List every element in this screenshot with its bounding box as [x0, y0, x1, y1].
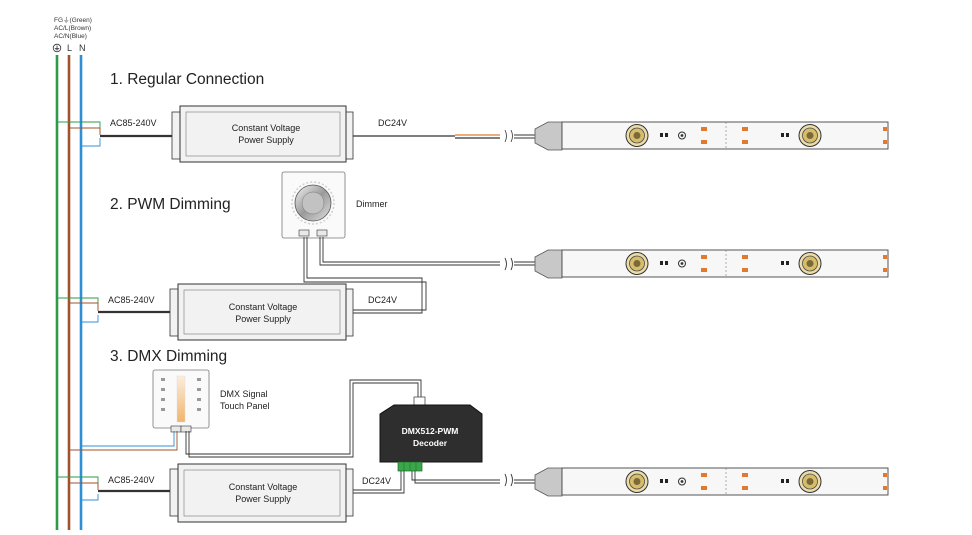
mains-tap: [57, 121, 101, 147]
decoder-label-2: Decoder: [413, 438, 448, 448]
output-label: DC24V: [378, 118, 407, 128]
section-1-title: 1. Regular Connection: [110, 71, 264, 88]
legend-col-n: N: [79, 43, 86, 53]
panel-label-1: DMX Signal: [220, 389, 268, 399]
section-3-title: 3. DMX Dimming: [110, 348, 227, 365]
psu-label-1: Constant Voltage: [229, 482, 298, 492]
decoder-wiring: [353, 471, 535, 494]
dimmer: [281, 171, 346, 239]
dimmer-label: Dimmer: [356, 199, 388, 209]
panel-wiring: [69, 379, 422, 458]
led-strip: [534, 467, 889, 497]
led-chip: [625, 124, 649, 147]
dmx-touch-panel: [152, 369, 210, 433]
dmx-decoder: DMX512-PWM Decoder: [379, 396, 483, 472]
input-label: AC85-240V: [108, 475, 155, 485]
led-chip: [798, 252, 822, 275]
input-label: AC85-240V: [110, 118, 157, 128]
mains-tap: [57, 297, 99, 323]
section-2-title: 2. PWM Dimming: [110, 196, 231, 213]
wire-legend: FG⏚(Green) AC/L(Brown) AC/N(Blue) L N: [52, 16, 92, 53]
psu-label-1: Constant Voltage: [232, 123, 301, 133]
power-supply: Constant Voltage Power Supply: [169, 283, 354, 341]
input-label: AC85-240V: [108, 295, 155, 305]
psu-label-2: Power Supply: [238, 135, 294, 145]
ground-icon: [52, 43, 62, 53]
section-2: Dimmer AC85-240V Constant Voltage Power …: [57, 171, 889, 341]
psu-label-2: Power Supply: [235, 494, 291, 504]
power-supply: Constant Voltage Power Supply: [169, 463, 354, 523]
power-supply: Constant Voltage Power Supply: [171, 105, 354, 163]
legend-n: AC/N(Blue): [54, 33, 87, 40]
led-strip: [534, 121, 889, 151]
mains-wires: [55, 55, 83, 530]
section-3: DMX Signal Touch Panel DMX512-PWM Decode…: [57, 369, 889, 523]
led-chip: [625, 470, 649, 493]
legend-fg: FG⏚(Green): [54, 16, 92, 24]
output-label: DC24V: [368, 295, 397, 305]
touch-slider: [176, 375, 186, 423]
section-1: AC85-240V Constant Voltage Power Supply …: [57, 105, 889, 163]
mains-tap: [57, 476, 99, 501]
decoder-label-1: DMX512-PWM: [402, 426, 459, 436]
legend-l: AC/L(Brown): [54, 25, 91, 32]
led-strip: [534, 249, 889, 279]
dimmer-wiring: [303, 237, 535, 314]
output-label: DC24V: [362, 476, 391, 486]
panel-label-2: Touch Panel: [220, 401, 270, 411]
legend-col-l: L: [67, 43, 72, 53]
psu-label-1: Constant Voltage: [229, 302, 298, 312]
psu-label-2: Power Supply: [235, 314, 291, 324]
led-chip: [625, 252, 649, 275]
led-chip: [798, 124, 822, 147]
led-chip: [798, 470, 822, 493]
